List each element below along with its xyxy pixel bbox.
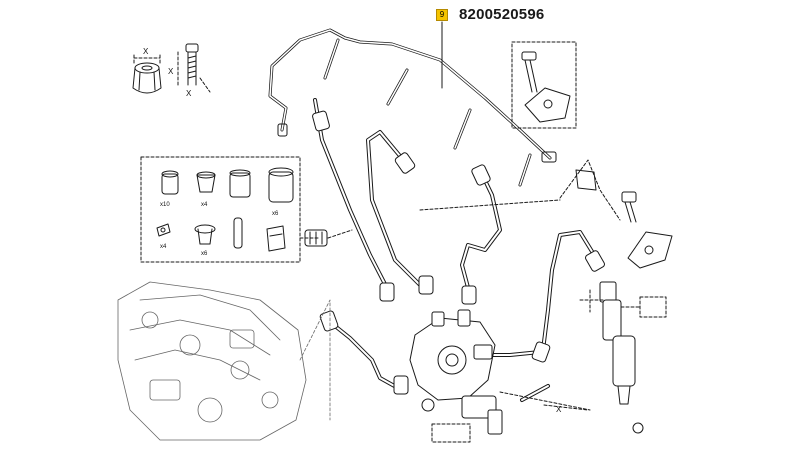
leader-line: [579, 289, 605, 313]
reference-box: [639, 296, 667, 318]
dimension-x-label: X: [556, 405, 562, 414]
quantity-label: x6: [201, 251, 208, 257]
pipe-clip: [575, 169, 597, 191]
leader-line: [327, 229, 353, 239]
nut-illustration: [132, 62, 162, 94]
seal-cup-part: [229, 169, 251, 198]
sleeve-part: [161, 170, 179, 195]
dimension-lines: [133, 51, 211, 93]
leader-line: [559, 159, 621, 221]
nut-bolt-detail: X X X: [132, 43, 211, 98]
callout-badge[interactable]: 9: [436, 9, 448, 21]
dimension-x-label: X: [168, 67, 174, 76]
flanged-bush-part: [194, 224, 216, 245]
card-part: [266, 225, 286, 252]
cylinder-part: [268, 167, 294, 203]
quantity-label: x4: [160, 244, 167, 250]
reference-box: [431, 423, 471, 443]
quantity-label: x10: [160, 202, 170, 208]
quantity-label: x6: [272, 211, 279, 217]
dimension-x-label: X: [143, 47, 149, 56]
union-fitting: [304, 229, 328, 247]
leader-line: [419, 199, 561, 211]
seal-kit-box: x10 x4 x6 x4 x6: [140, 156, 301, 263]
dimension-x-label: X: [186, 89, 192, 98]
clip-part: [156, 223, 171, 237]
pin-part: [233, 217, 243, 249]
stud-detail: X: [499, 384, 591, 414]
high-pressure-pump: [409, 309, 503, 435]
engine-block-outline: [117, 281, 331, 441]
quantity-label: x4: [201, 202, 208, 208]
washer-part: [196, 171, 216, 193]
fuel-injector: [599, 281, 644, 434]
injector-clamp-second: [621, 191, 673, 269]
injector-clamp-detail: [511, 41, 577, 129]
leak-off-return-line: [268, 28, 557, 187]
pipe-nuts: [312, 110, 605, 395]
bolt-illustration: [185, 43, 199, 86]
part-number-label[interactable]: 8200520596: [459, 6, 545, 23]
